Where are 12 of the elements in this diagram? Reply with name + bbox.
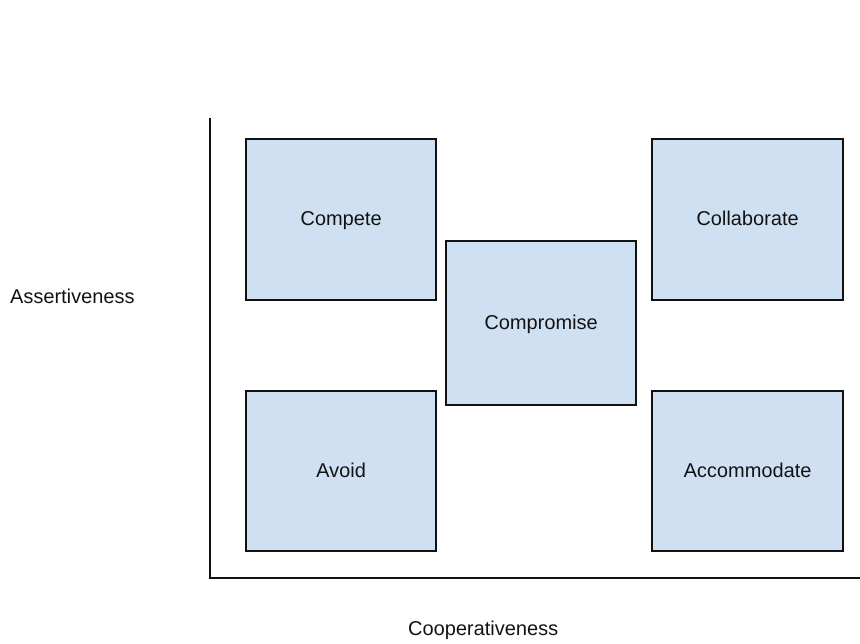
- style-box: [651, 390, 844, 552]
- box-label: Accommodate: [684, 460, 812, 482]
- style-box: [651, 138, 844, 301]
- axis-label: Cooperativeness: [408, 618, 558, 641]
- style-box: [245, 138, 437, 301]
- style-box: [245, 390, 437, 552]
- box-label: Collaborate: [696, 208, 799, 231]
- box-label: Compromise: [484, 312, 598, 334]
- box-label: Avoid: [316, 460, 366, 482]
- style-box: [445, 240, 637, 406]
- box-label: Compete: [300, 208, 382, 231]
- axis-label: Assertiveness: [10, 286, 134, 309]
